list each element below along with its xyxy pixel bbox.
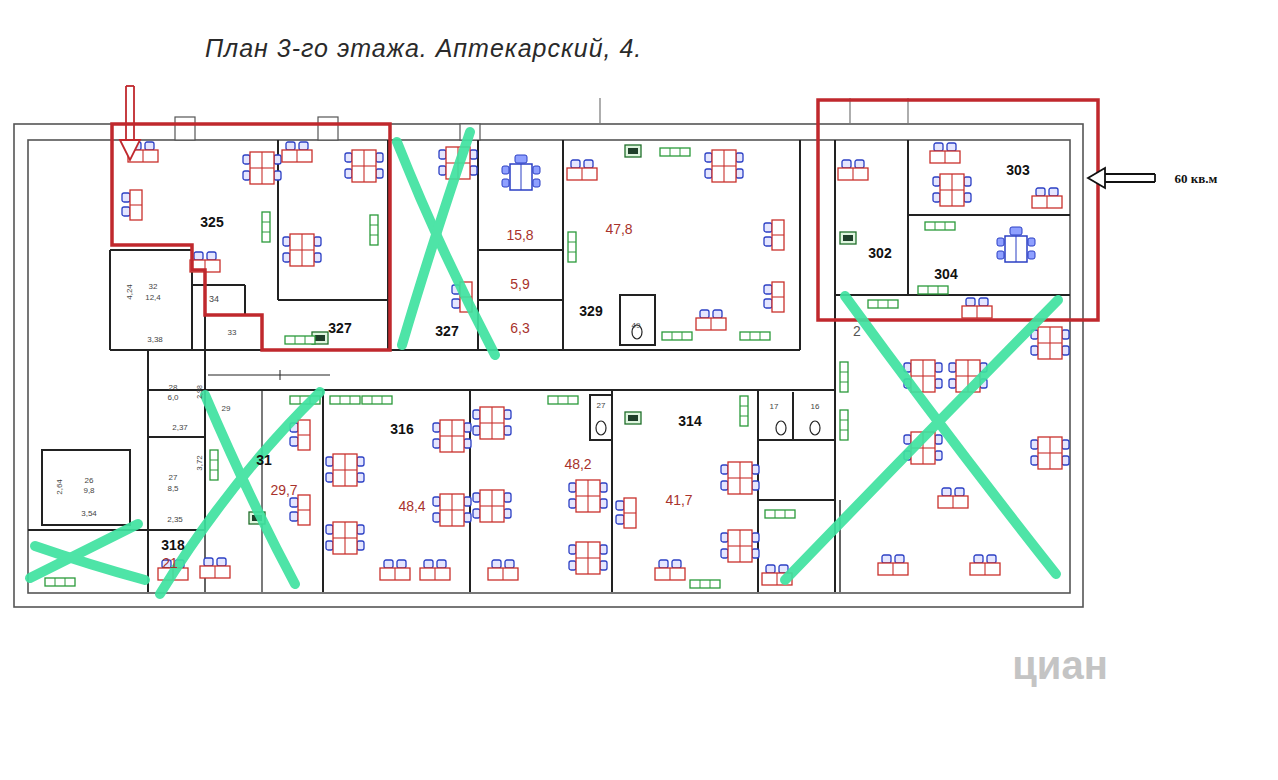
room-label: 47,8 bbox=[605, 222, 632, 236]
room-label: 302 bbox=[868, 246, 891, 260]
room-label: 12,4 bbox=[145, 294, 161, 302]
room-label: 2,64 bbox=[56, 479, 64, 495]
room-label: 32 bbox=[149, 283, 158, 291]
room-label: 3,54 bbox=[81, 510, 97, 518]
room-label: 5,9 bbox=[510, 277, 529, 291]
room-label: 33 bbox=[228, 329, 237, 337]
room-label: 4,24 bbox=[126, 284, 134, 300]
room-label: 49 bbox=[632, 322, 641, 330]
room-label: 3,72 bbox=[196, 455, 204, 471]
room-label: 27 bbox=[597, 402, 606, 410]
room-label: 6,0 bbox=[167, 394, 178, 402]
room-label: 325 bbox=[200, 215, 223, 229]
room-label: 329 bbox=[579, 304, 602, 318]
room-label: 8,5 bbox=[167, 485, 178, 493]
room-label: 314 bbox=[678, 414, 701, 428]
room-label: 60 кв.м bbox=[1175, 172, 1218, 185]
room-label: 327 bbox=[328, 321, 351, 335]
room-label: 9,8 bbox=[83, 487, 94, 495]
room-label: 318 bbox=[161, 538, 184, 552]
room-label: 2,37 bbox=[172, 424, 188, 432]
room-label: 6,3 bbox=[510, 321, 529, 335]
room-label: 15,8 bbox=[506, 228, 533, 242]
room-label: 316 bbox=[390, 422, 413, 436]
room-label: 17 bbox=[770, 403, 779, 411]
room-label: циан bbox=[1012, 645, 1108, 685]
room-label: 48,2 bbox=[564, 457, 591, 471]
room-label: 2,35 bbox=[167, 516, 183, 524]
room-label: 2,98 bbox=[196, 385, 203, 399]
room-label: 3,38 bbox=[147, 336, 163, 344]
room-label: 304 bbox=[934, 267, 957, 281]
room-label: 27 bbox=[169, 474, 178, 482]
room-label: 48,4 bbox=[398, 499, 425, 513]
room-label: 327 bbox=[435, 324, 458, 338]
plan-title: План 3-го этажа. Аптекарский, 4. bbox=[205, 36, 642, 61]
room-label: 34 bbox=[209, 295, 219, 304]
room-label: 41,7 bbox=[665, 493, 692, 507]
room-label: 26 bbox=[85, 477, 94, 485]
room-label: 29 bbox=[222, 405, 231, 413]
room-label: 21 bbox=[162, 556, 178, 570]
room-label: 28 bbox=[169, 384, 178, 392]
room-label: 2 bbox=[853, 324, 861, 338]
room-label: 16 bbox=[811, 403, 820, 411]
room-label: 31 bbox=[256, 453, 272, 467]
room-label: 303 bbox=[1006, 163, 1029, 177]
room-label: 29,7 bbox=[270, 483, 297, 497]
